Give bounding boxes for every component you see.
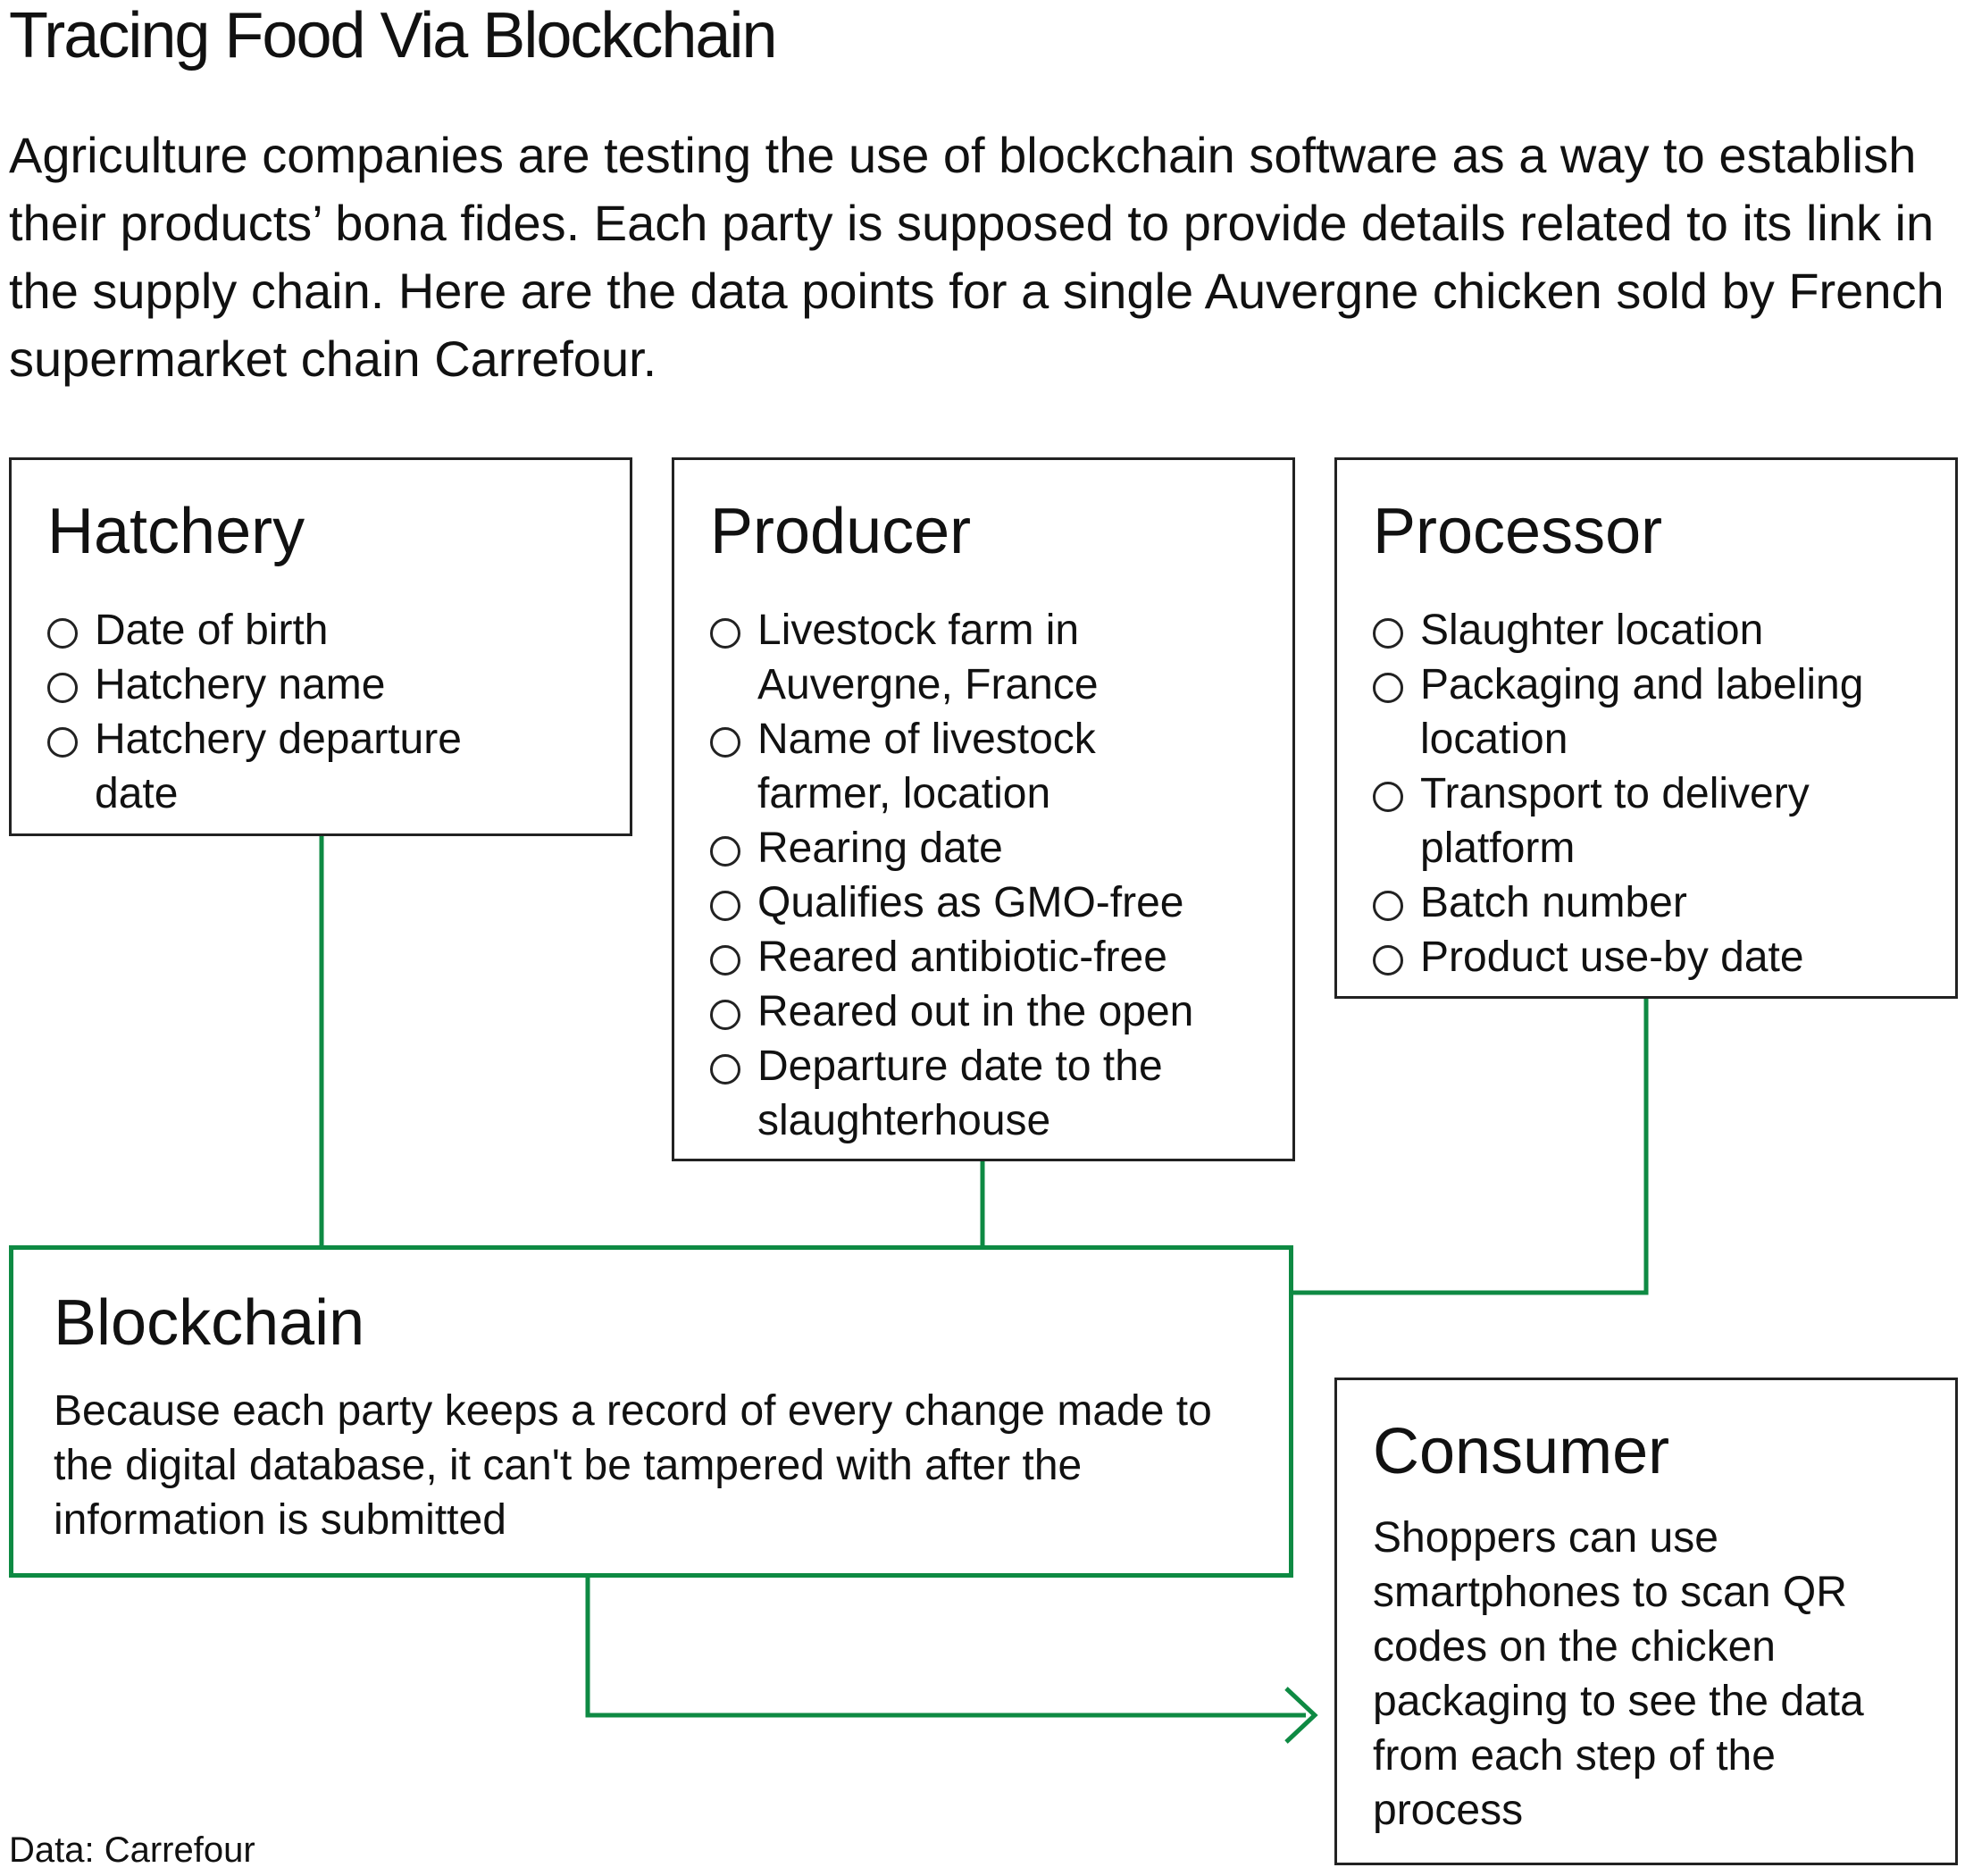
blockchain-text: Because each party keeps a record of eve… [54,1387,1212,1544]
circle-bullet-icon [1373,891,1403,921]
circle-bullet-icon [710,891,740,921]
list-item: Batch number [1373,875,1863,930]
list-item: Date of birth [47,603,462,657]
consumer-box: Consumer Shoppers can use smartphones to… [1334,1378,1958,1865]
list-item: Product use-by date [1373,930,1863,984]
list-item-text: Slaughter location [1420,607,1764,654]
circle-bullet-icon [1373,945,1403,976]
list-item-text: Reared antibiotic-free [757,934,1167,981]
consumer-title: Consumer [1373,1416,1670,1487]
circle-bullet-icon [47,727,78,758]
list-item: Reared out in the open [710,984,1193,1039]
list-item-text: Date of birth [95,607,329,654]
blockchain-title: Blockchain [54,1287,365,1359]
source-note: Data: Carrefour [9,1830,255,1870]
list-item-text: Hatchery name [95,661,386,708]
list-item-text: Rearing date [757,825,1003,872]
circle-bullet-icon [710,945,740,976]
producer-title: Producer [710,496,972,567]
list-item-text: Batch number [1420,879,1687,926]
list-item: Qualifies as GMO-free [710,875,1193,930]
list-item: Rearing date [710,821,1193,875]
list-item: Slaughter location [1373,603,1863,657]
list-item-text: Reared out in the open [757,988,1194,1035]
arrow-head-icon [1284,1687,1318,1744]
circle-bullet-icon [47,673,78,703]
list-item: Reared antibiotic-free [710,930,1193,984]
consumer-text: Shoppers can use smartphones to scan QR … [1373,1514,1864,1834]
list-item-text: Product use-by date [1420,934,1804,981]
circle-bullet-icon [47,618,78,649]
circle-bullet-icon [710,836,740,867]
circle-bullet-icon [710,618,740,649]
list-item-text: Qualifies as GMO-free [757,879,1184,926]
circle-bullet-icon [1373,618,1403,649]
blockchain-box: Blockchain Because each party keeps a re… [9,1245,1293,1578]
hatchery-title: Hatchery [47,496,305,567]
page-title: Tracing Food Via Blockchain [9,0,777,71]
circle-bullet-icon [710,1054,740,1085]
processor-connector [1292,997,1649,1295]
circle-bullet-icon [1373,782,1403,812]
circle-bullet-icon [710,1000,740,1030]
consumer-connector [585,1576,1306,1718]
circle-bullet-icon [710,727,740,758]
circle-bullet-icon [1373,673,1403,703]
list-item: Hatchery name [47,657,462,712]
intro-text: Agriculture companies are testing the us… [9,127,1944,387]
processor-title: Processor [1373,496,1663,567]
